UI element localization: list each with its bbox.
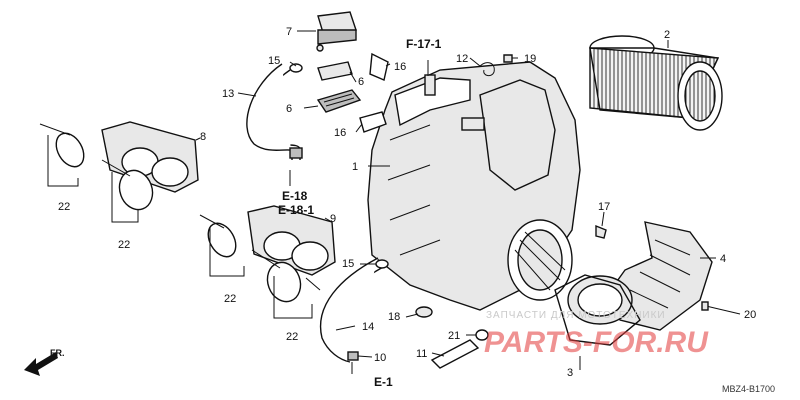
- callout-14: 14: [362, 321, 374, 333]
- callout-19: 19: [524, 53, 536, 65]
- callout-22-a: 22: [58, 201, 70, 213]
- callout-13: 13: [222, 88, 234, 100]
- callout-1: 1: [352, 161, 358, 173]
- rubber-part-16-upper: [369, 52, 389, 81]
- band-part-22-lower-left: [199, 214, 237, 258]
- insulator-part-9: [247, 205, 336, 276]
- callout-11: 11: [416, 348, 427, 360]
- clip-part-15-upper: [289, 63, 303, 73]
- callout-22-d: 22: [286, 331, 298, 343]
- callout-22-b: 22: [118, 239, 130, 251]
- drain-plug-part-11: [430, 339, 480, 369]
- watermark-top-text: ЗАПЧАСТИ ДЛЯ МОТОТЕХНИКИ: [486, 310, 666, 321]
- watermark: ЗАПЧАСТИ ДЛЯ МОТОТЕХНИКИ PARTS-FOR.RU: [484, 310, 709, 359]
- rubber-part-16-lower: [359, 111, 387, 133]
- watermark-main-text: PARTS-FOR.RU: [484, 326, 709, 359]
- screw-part-20: [701, 301, 741, 315]
- reference-labels: F-17-1 E-18 E-18-1 E-1: [278, 37, 442, 389]
- ref-e-18: E-18: [282, 189, 308, 203]
- callout-21: 21: [448, 330, 460, 342]
- callout-12: 12: [456, 53, 468, 65]
- callout-15-lower: 15: [342, 258, 354, 270]
- clip-part-12: [479, 62, 495, 77]
- front-label: FR.: [50, 348, 65, 358]
- callout-6-lower: 6: [286, 103, 292, 115]
- ref-e-1: E-1: [374, 375, 393, 389]
- air-filter-element: [589, 35, 723, 131]
- breather-tube-13: [246, 63, 303, 160]
- leader-lines: [47, 30, 716, 374]
- band-part-22-upper-right: [101, 159, 154, 211]
- duct-connector: [554, 274, 641, 346]
- callout-10: 10: [374, 352, 386, 364]
- holder-part-6-lower: [316, 89, 362, 113]
- clip-part-15-lower: [375, 259, 389, 269]
- screw-part-19: [503, 54, 513, 63]
- callout-labels: 1 2 3 4 6 6 7 8 9 10 11 12 13 14 15 15 1…: [58, 26, 756, 379]
- air-cleaner-housing: [367, 61, 581, 311]
- callout-8: 8: [200, 131, 206, 143]
- callout-22-c: 22: [224, 293, 236, 305]
- callout-3: 3: [567, 367, 573, 379]
- callout-4: 4: [720, 253, 726, 265]
- sensor-part-7: [316, 11, 357, 52]
- front-direction-arrow: FR.: [24, 348, 65, 376]
- callout-16-upper: 16: [394, 61, 406, 73]
- cap-part-18: [415, 306, 433, 318]
- bolt-part-17: [595, 224, 607, 239]
- ref-e-18-1: E-18-1: [278, 203, 314, 217]
- callout-2: 2: [664, 29, 670, 41]
- ref-f-17-1: F-17-1: [406, 37, 442, 51]
- callout-16-lower: 16: [334, 127, 346, 139]
- callout-20: 20: [744, 309, 756, 321]
- callout-15-upper: 15: [268, 55, 280, 67]
- callout-9: 9: [330, 213, 336, 225]
- callout-17: 17: [598, 201, 610, 213]
- arrow-icon: [24, 352, 58, 376]
- band-part-22-upper-left: [39, 123, 85, 168]
- callout-7: 7: [286, 26, 292, 38]
- diagram-code: MBZ4-B1700: [722, 384, 775, 394]
- callout-6-upper: 6: [358, 76, 364, 88]
- drain-tube-14: [319, 257, 386, 363]
- callout-18: 18: [388, 311, 400, 323]
- grommet-part-6-upper: [317, 61, 353, 81]
- band-part-22-lower-right: [251, 249, 321, 303]
